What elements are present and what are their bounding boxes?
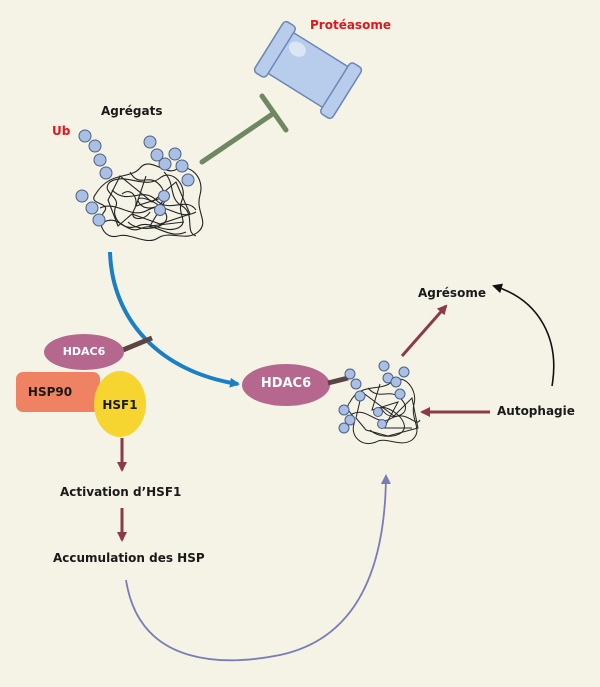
activation-label: Activation d’HSF1 [60, 485, 182, 499]
hdac6-right-shape [242, 364, 330, 406]
proteasome-label: Protéasome [310, 18, 391, 32]
autophagy-label: Autophagie [497, 404, 575, 418]
arrow-autophagy-to-aggresome [492, 283, 555, 387]
aggresome-label: Agrésome [418, 286, 486, 300]
proteasome-icon [253, 20, 363, 120]
hdac6-right-label: HDAC6 [260, 376, 312, 391]
hsf1-shape [94, 371, 146, 437]
hdac6-left-label: HDAC6 [62, 345, 106, 358]
hdac6-right-link [327, 375, 349, 386]
hsf1-label: HSF1 [102, 398, 138, 412]
recruitment-arrow [108, 251, 240, 388]
arrow-to-aggresome [400, 304, 448, 357]
ubiquitin-chains-right [338, 360, 410, 434]
hsp90-label: HSP90 [27, 385, 73, 399]
aggregate-tangle-top [93, 163, 204, 242]
ubiquitin-label: Ub [52, 124, 71, 138]
ubiquitin-chains-top [75, 129, 195, 227]
hdac6-left-shape [44, 334, 124, 370]
hsp90-shape [16, 372, 100, 412]
hsp-feedback-curve [125, 474, 391, 662]
hdac6-left-link [117, 335, 153, 355]
inhibition-line [199, 93, 289, 165]
accumulation-label: Accumulation des HSP [53, 551, 205, 565]
aggregates-label: Agrégats [101, 104, 163, 118]
